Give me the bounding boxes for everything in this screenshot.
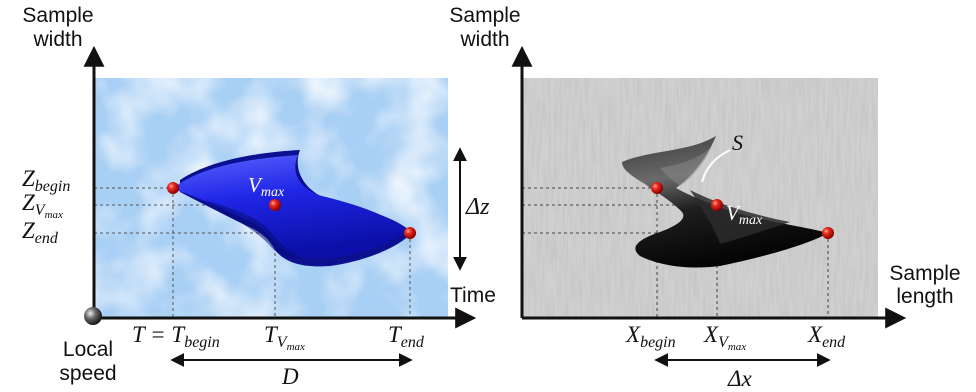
left-panel: Vmax Sample width Time Local speed Zbegi… xyxy=(22,4,496,389)
delta-x-label: Δx xyxy=(727,366,752,391)
z-begin-label: Zbegin xyxy=(22,166,70,195)
left-y-axis-label-2: width xyxy=(32,28,82,51)
right-y-axis-label-2: width xyxy=(459,28,509,51)
left-event-shape xyxy=(176,150,412,267)
right-x-axis-label: Sample xyxy=(889,262,960,285)
duration-label: D xyxy=(281,364,299,389)
right-point-vmax xyxy=(711,199,723,211)
x-begin-label: Xbegin xyxy=(625,322,676,351)
left-peak-label: Vmax xyxy=(248,173,285,200)
right-panel: S Vmax Sample width Sample length Xbegin… xyxy=(449,4,960,391)
origin-label-2: speed xyxy=(59,362,116,385)
z-vmax-label: ZVmax xyxy=(22,190,63,221)
delta-z-label: Δz xyxy=(465,194,490,220)
right-point-begin xyxy=(651,182,663,194)
left-y-axis-label: Sample xyxy=(22,4,93,27)
left-origin-sphere xyxy=(84,307,102,325)
t-end-label: Tend xyxy=(388,322,425,351)
left-x-axis-label: Time xyxy=(450,284,496,307)
x-vmax-label: XVmax xyxy=(703,322,746,353)
surface-label: S xyxy=(732,130,743,155)
origin-label: Local xyxy=(63,338,113,361)
t-vmax-label: TVmax xyxy=(264,322,305,353)
right-point-end xyxy=(822,227,834,239)
left-point-end xyxy=(404,227,416,239)
z-end-label: Zend xyxy=(22,218,59,247)
right-y-axis-label: Sample xyxy=(449,4,520,27)
t-begin-label: T = Tbegin xyxy=(132,322,220,351)
left-point-begin xyxy=(167,182,179,194)
surface-callout-line xyxy=(701,149,731,183)
left-point-vmax xyxy=(269,199,281,211)
right-x-axis-label-2: length xyxy=(896,285,953,308)
x-end-label: Xend xyxy=(807,322,846,351)
right-peak-label: Vmax xyxy=(726,201,763,228)
